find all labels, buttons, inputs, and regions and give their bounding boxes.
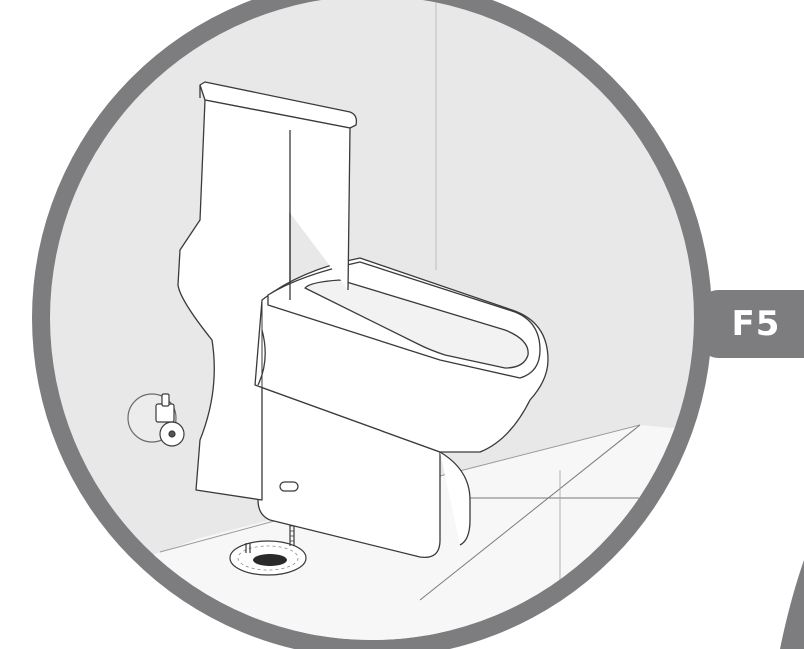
step-label: F5 [732,304,781,344]
next-frame-arc [780,560,804,649]
step-badge: F5 [700,290,804,358]
